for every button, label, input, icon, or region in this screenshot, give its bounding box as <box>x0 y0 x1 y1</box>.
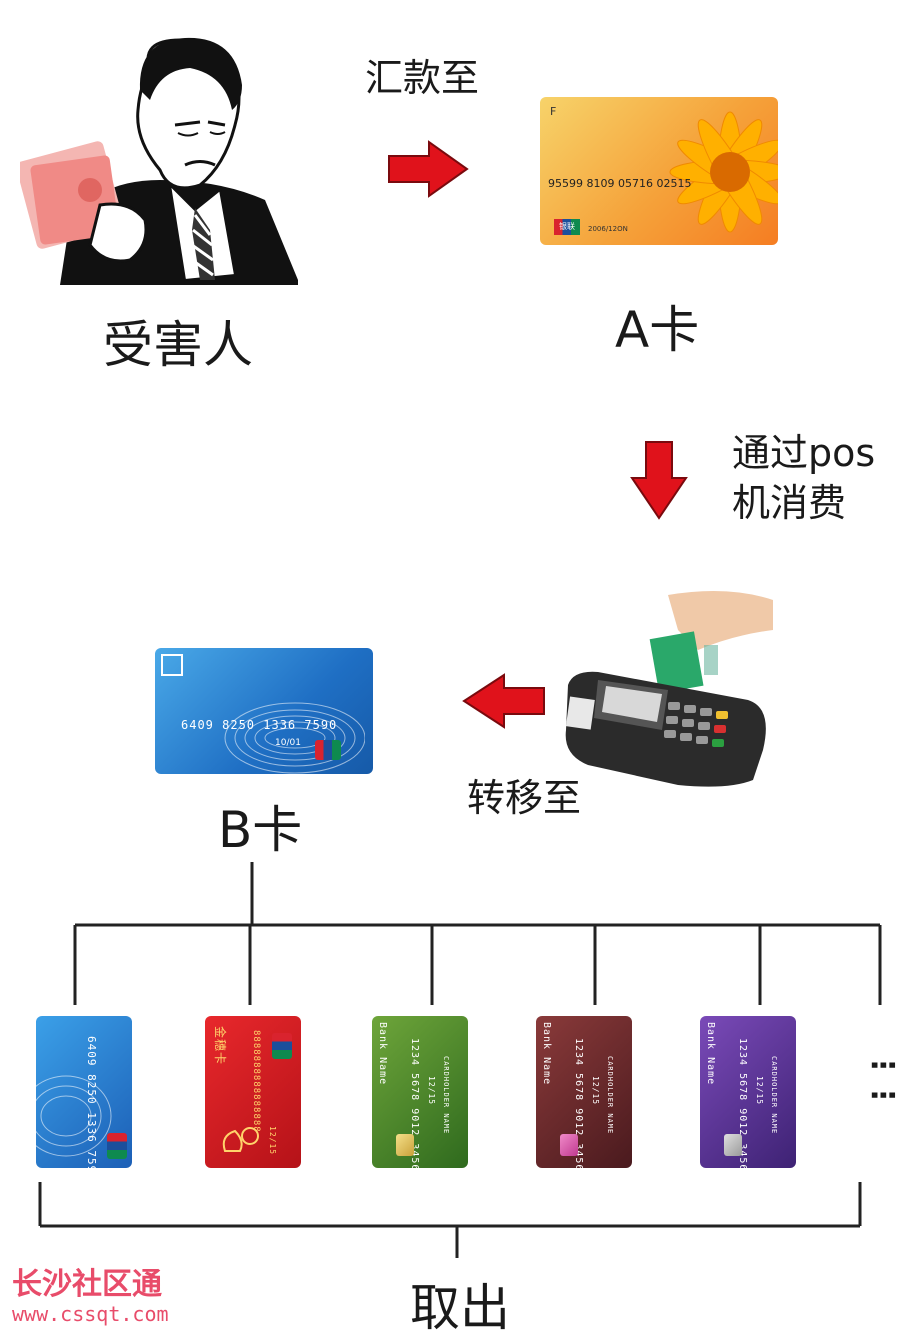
arrow-left-icon <box>462 673 545 729</box>
more-cards-ellipsis: ⋮⋮ <box>865 1050 900 1110</box>
card-b-logo <box>161 654 183 676</box>
card-a-date: 2006/12ON <box>588 225 628 233</box>
bottom-card-blue-number: 6409 8250 1336 7590 <box>85 1036 98 1168</box>
arrow-down-icon <box>630 441 688 520</box>
flower-icon <box>669 111 778 233</box>
pos-label-line1: 通过pos <box>732 431 876 475</box>
bottom-card-maroon-date: 12/15 <box>591 1076 600 1106</box>
card-a: F 95599 8109 05716 02515 银联 2006/12ON <box>540 97 778 245</box>
arrow-right-icon <box>388 140 469 198</box>
card-b-date: 10/01 <box>275 738 301 748</box>
bottom-card-red-date: 12/15 <box>268 1126 277 1156</box>
bottom-card-maroon-brand: Bank Name <box>541 1022 552 1086</box>
bottom-card-green-date: 12/15 <box>427 1076 436 1106</box>
card-a-unionpay: 银联 <box>554 219 580 235</box>
watermark-url: www.cssqt.com <box>12 1302 169 1326</box>
withdraw-label: 取出 <box>410 1279 510 1337</box>
bottom-card-maroon-holder: CARDHOLDER NAME <box>606 1056 614 1135</box>
card-a-label: A卡 <box>615 301 700 359</box>
card-pattern-icon <box>224 702 365 774</box>
bottom-card-green: Bank Name 1234 5678 9012 3456 12/15 CARD… <box>372 1016 468 1168</box>
watermark-title: 长沙社区通 <box>12 1267 162 1302</box>
bottom-card-red: 金穗卡 8888888888888888 12/15 <box>205 1016 301 1168</box>
bottom-card-purple-brand: Bank Name <box>705 1022 716 1086</box>
card-b-label: B卡 <box>218 801 303 859</box>
card-a-number: 95599 8109 05716 02515 <box>548 177 692 190</box>
victim-label: 受害人 <box>103 316 253 374</box>
card-a-issuer: F <box>550 105 557 118</box>
card-b-number: 6409 8250 1336 7590 <box>181 718 338 732</box>
bottom-card-maroon: Bank Name 1234 5678 9012 3456 12/15 CARD… <box>536 1016 632 1168</box>
bottom-card-red-label: 金穗卡 <box>213 1026 227 1066</box>
bottom-card-purple-date: 12/15 <box>755 1076 764 1106</box>
bottom-card-purple-holder: CARDHOLDER NAME <box>770 1056 778 1135</box>
bottom-card-blue: 6409 8250 1336 7590 <box>36 1016 132 1168</box>
victim-figure-icon <box>20 37 298 285</box>
watermark: 长沙社区通 www.cssqt.com <box>12 1267 169 1327</box>
transfer-to-label: 汇款至 <box>365 56 480 100</box>
move-to-label: 转移至 <box>467 776 582 820</box>
bottom-card-purple: Bank Name 1234 5678 9012 3456 12/15 CARD… <box>700 1016 796 1168</box>
card-b-unionpay <box>315 740 341 760</box>
card-b: 6409 8250 1336 7590 10/01 <box>155 648 373 774</box>
bottom-card-green-brand: Bank Name <box>377 1022 388 1086</box>
bottom-card-green-holder: CARDHOLDER NAME <box>442 1056 450 1135</box>
pos-terminal-icon <box>565 591 773 787</box>
pos-label-line2: 机消费 <box>732 481 847 525</box>
